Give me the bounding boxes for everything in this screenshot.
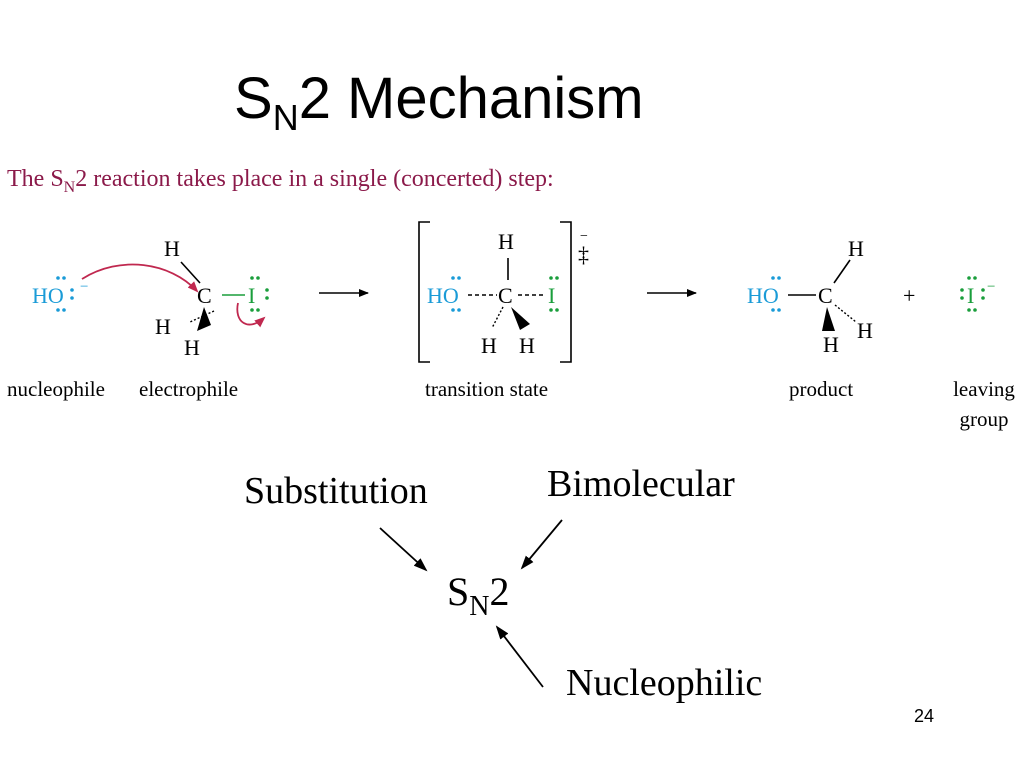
iodide-label: I (967, 283, 974, 308)
caption-leaving-group: leaving group (945, 374, 1023, 434)
product-h-top: H (848, 236, 864, 261)
caption-product: product (789, 377, 854, 401)
ts-iodine: I (548, 283, 555, 308)
nucleophilic-attack-arrow (81, 263, 199, 293)
intro-after: 2 reaction takes place in a single (conc… (75, 166, 554, 192)
ts-hydroxide: HO (427, 283, 459, 308)
leaving-group-iodide: I − (960, 276, 995, 312)
product-carbon: C (818, 283, 833, 308)
ts-bracket-left (418, 221, 430, 363)
ts-carbon: C (498, 283, 513, 308)
intro-subscript: N (63, 179, 76, 196)
label-substitution: Substitution (244, 470, 428, 512)
ts-double-dagger: ‡ (578, 242, 589, 267)
title-s: S (234, 66, 273, 131)
ts-h-top: H (498, 229, 514, 254)
ts-h-right: H (519, 333, 535, 358)
transition-state: − ‡ HO C H I H H (418, 221, 589, 363)
intro-before: The S (7, 166, 64, 192)
nucleophile-hydroxide: HO − (32, 276, 88, 312)
slide-title: SN2 Mechanism (234, 70, 644, 136)
title-subscript: N (272, 97, 299, 138)
sn2-two: 2 (489, 569, 510, 614)
product-h-right: H (857, 318, 873, 343)
arrow-nucleophilic (495, 625, 544, 688)
label-bimolecular: Bimolecular (547, 463, 735, 505)
product-hydroxyl: HO (747, 283, 779, 308)
sn2-center-label: SN2 (447, 568, 510, 622)
sn2-subscript: N (469, 591, 490, 622)
plus-sign: + (903, 283, 915, 308)
ts-bracket-right (560, 221, 572, 363)
caption-nucleophile: nucleophile (7, 377, 105, 401)
electrophile-h-bottom: H (184, 335, 200, 360)
reaction-scheme: HO − H C H H I − ‡ HO (32, 221, 995, 363)
hydroxide-charge: − (80, 279, 88, 295)
arrow-bimolecular (520, 519, 563, 570)
caption-electrophile: electrophile (139, 377, 239, 401)
electrophile-methyl-iodide: H C H H I (155, 236, 269, 360)
leaving-group-arrow (236, 302, 266, 328)
sn2-s: S (447, 569, 470, 614)
arrow-substitution (379, 527, 428, 572)
electrophile-h-left: H (155, 314, 171, 339)
page-number: 24 (914, 706, 935, 726)
label-nucleophilic: Nucleophilic (566, 662, 763, 704)
iodine-lone-pairs (250, 276, 269, 312)
intro-sentence: The SN2 reaction takes place in a single… (7, 166, 554, 196)
hydroxide-lone-pairs (56, 276, 74, 312)
electrophile-h-top: H (164, 236, 180, 261)
hydroxide-label: HO (32, 283, 64, 308)
electrophile-carbon: C (197, 283, 212, 308)
ts-charge: − (580, 229, 588, 244)
electrophile-iodine: I (248, 283, 255, 308)
title-rest: 2 Mechanism (298, 66, 644, 131)
product-methanol: HO C H H H (747, 236, 873, 357)
caption-transition-state: transition state (425, 377, 549, 401)
caption-leaving-line1: leaving (953, 377, 1015, 401)
ts-h-left: H (481, 333, 497, 358)
iodide-charge: − (987, 279, 995, 295)
caption-leaving-line2: group (959, 407, 1009, 431)
product-h-bottom: H (823, 332, 839, 357)
